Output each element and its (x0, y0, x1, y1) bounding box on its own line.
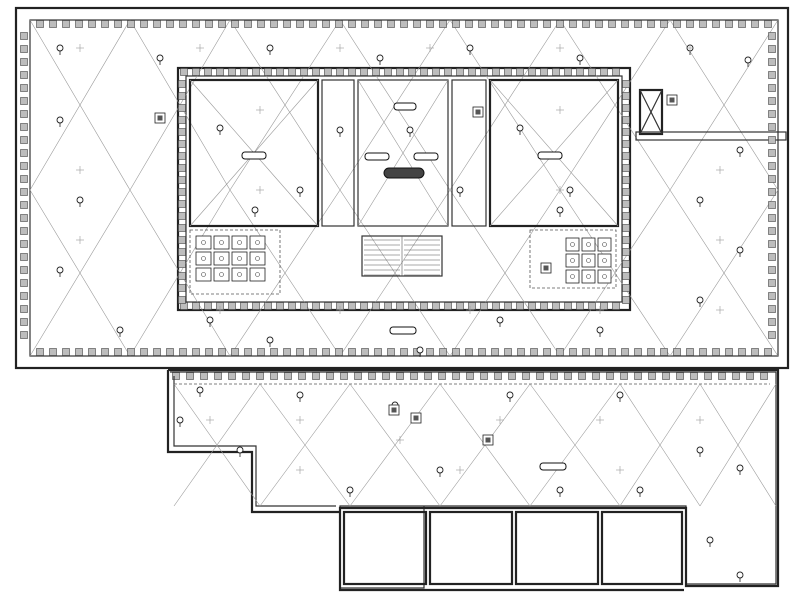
light-fixtures (56, 44, 752, 582)
room-tag-center-right (413, 152, 439, 161)
arrow-markers (76, 44, 724, 474)
wall-columns (20, 20, 776, 380)
service-fixtures-right (565, 237, 612, 284)
stair-core (364, 239, 440, 276)
room-tag-right (537, 151, 563, 160)
counter-symbol (383, 167, 425, 179)
lower-wing (166, 368, 780, 592)
bottom-bays (342, 510, 684, 586)
ceiling-grid-upper (29, 19, 779, 357)
room-tag-corridor (389, 326, 417, 335)
upper-building (14, 6, 790, 370)
shaft-right (635, 88, 787, 141)
ceiling-grid-lower (173, 383, 777, 507)
room-tag-lower-wing (539, 462, 567, 471)
room-tag-left (241, 151, 267, 160)
room-tag-center-top (393, 102, 417, 111)
service-fixtures-left (195, 235, 266, 282)
room-tag-center-left (364, 152, 390, 161)
